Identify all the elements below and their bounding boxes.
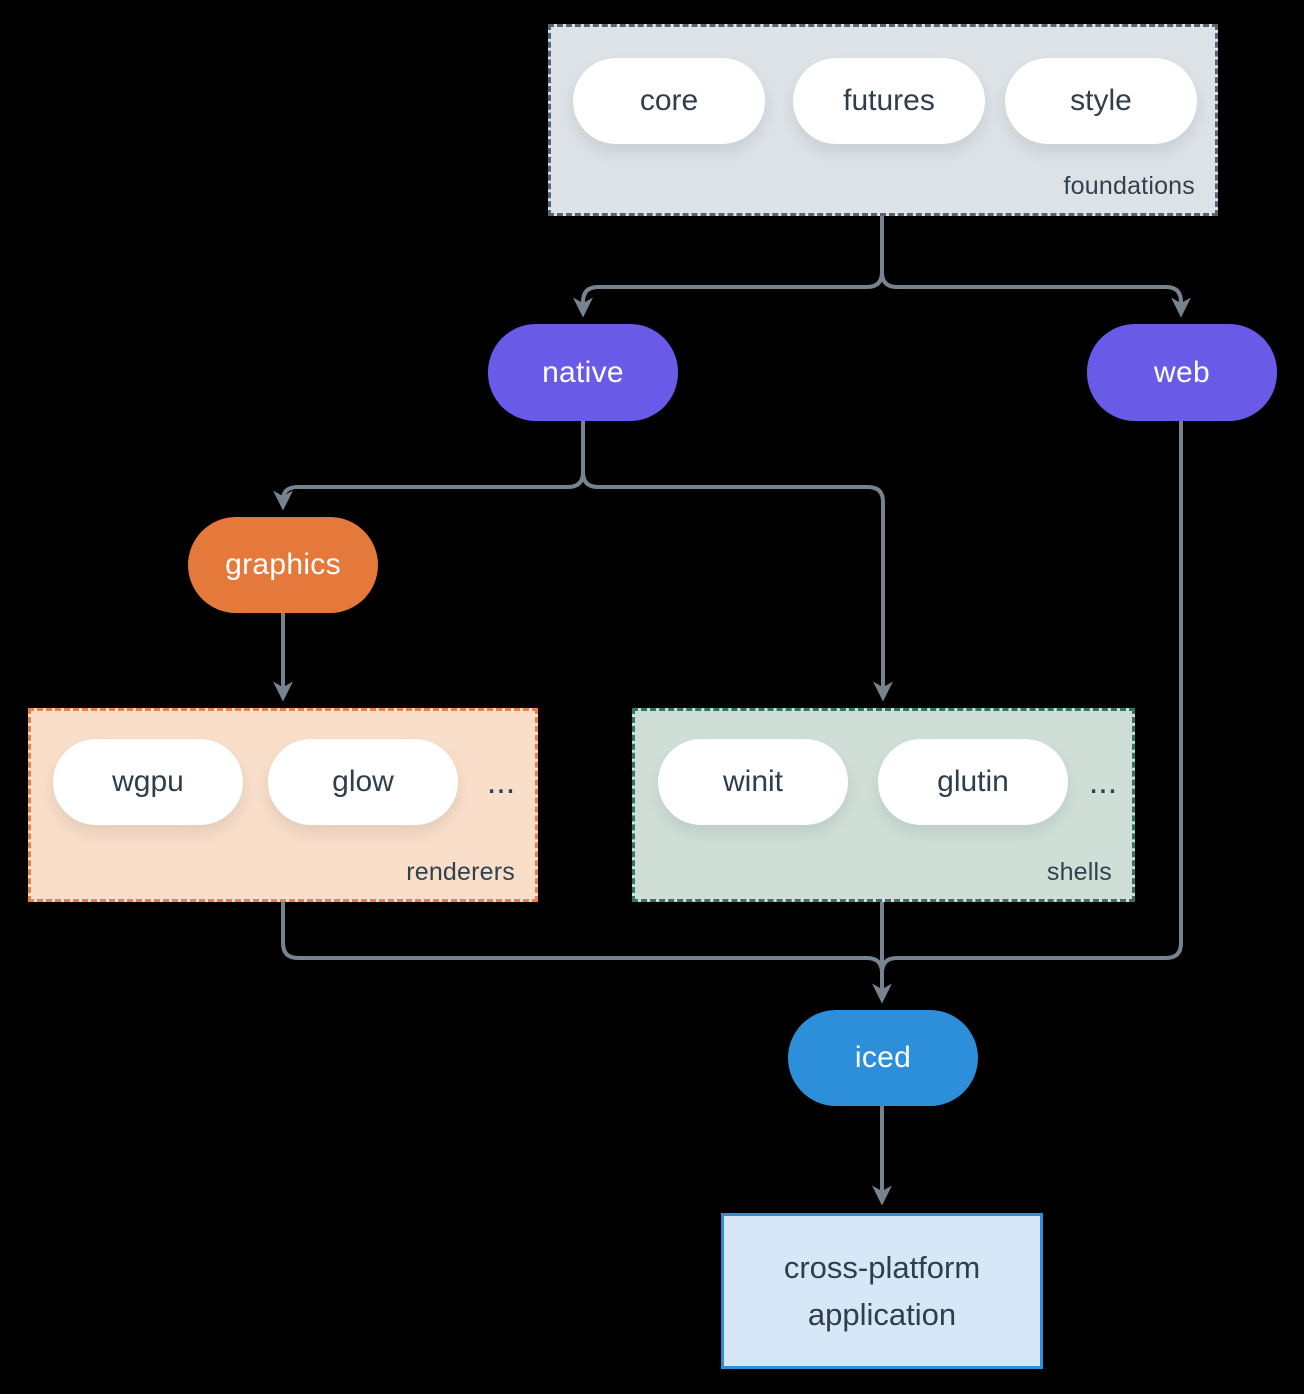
- node-glow-label: glow: [332, 765, 394, 798]
- shells-ellipsis: ...: [1088, 762, 1118, 801]
- edge-foundations-web: [880, 216, 1191, 318]
- group-foundations-label: foundations: [1063, 172, 1195, 200]
- node-web-label: web: [1154, 355, 1210, 389]
- edge-native-graphics: [273, 421, 585, 511]
- node-application: cross-platform application: [721, 1213, 1043, 1369]
- group-renderers-label: renderers: [406, 858, 515, 886]
- node-winit-label: winit: [722, 765, 783, 798]
- node-graphics: graphics: [188, 517, 378, 613]
- node-style-label: style: [1070, 84, 1132, 117]
- node-native: native: [488, 324, 678, 421]
- node-futures: futures: [793, 58, 985, 144]
- group-shells-label: shells: [1046, 858, 1112, 886]
- node-core: core: [573, 58, 765, 144]
- group-renderers: wgpu glow ... renderers: [28, 708, 538, 902]
- node-wgpu-label: wgpu: [112, 765, 184, 798]
- node-native-label: native: [542, 355, 624, 389]
- node-core-label: core: [639, 84, 699, 117]
- renderers-ellipsis: ...: [486, 762, 516, 801]
- group-shells: winit glutin ... shells: [632, 708, 1135, 902]
- node-web: web: [1087, 324, 1277, 421]
- node-winit: winit: [658, 739, 848, 825]
- group-foundations: core futures style foundations: [548, 24, 1218, 216]
- edge-native-shells: [581, 421, 893, 702]
- node-futures-label: futures: [843, 84, 935, 117]
- node-graphics-label: graphics: [225, 548, 341, 581]
- node-application-label: cross-platform application: [783, 1250, 981, 1332]
- edge-renderers-merge: [281, 902, 884, 974]
- node-iced-label: iced: [854, 1041, 912, 1074]
- node-iced: iced: [788, 1010, 978, 1106]
- node-glutin: glutin: [878, 739, 1068, 825]
- node-wgpu: wgpu: [53, 739, 243, 825]
- node-glutin-label: glutin: [937, 765, 1009, 798]
- node-style: style: [1005, 58, 1197, 144]
- edge-foundations-native: [573, 216, 884, 318]
- node-glow: glow: [268, 739, 458, 825]
